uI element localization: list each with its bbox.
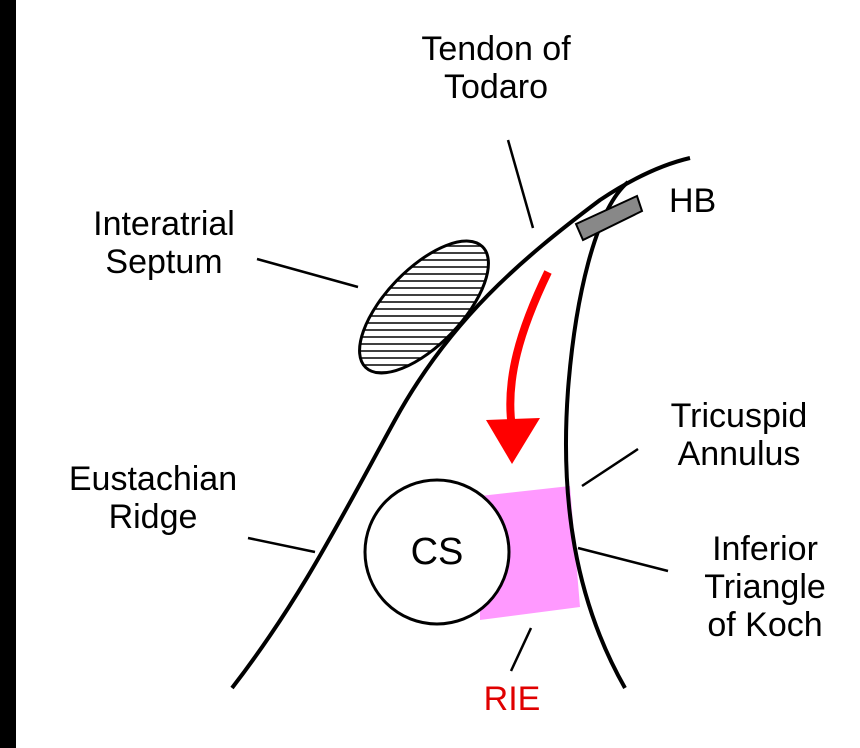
interatrial-septum-shape bbox=[320, 220, 530, 394]
label-rie: RIE bbox=[452, 680, 572, 718]
rie-leader bbox=[511, 628, 531, 671]
label-tricuspid-annulus: Tricuspid Annulus bbox=[634, 397, 844, 473]
label-interatrial-septum: Interatrial Septum bbox=[54, 205, 274, 281]
label-eustachian-ridge: Eustachian Ridge bbox=[28, 460, 278, 536]
todaro-leader bbox=[508, 140, 533, 228]
label-cs: CS bbox=[377, 532, 497, 572]
label-inferior-triangle-of-koch: Inferior Triangle of Koch bbox=[670, 530, 860, 644]
hb-block bbox=[576, 196, 642, 240]
label-tendon-of-todaro: Tendon of Todaro bbox=[386, 30, 606, 106]
tricuspid-annulus-line bbox=[566, 182, 628, 688]
tricuspid-leader bbox=[582, 449, 638, 486]
inferior-triangle-leader bbox=[578, 548, 668, 571]
red-arrow bbox=[486, 272, 548, 464]
label-hb: HB bbox=[669, 182, 716, 220]
eustachian-leader bbox=[248, 538, 315, 552]
